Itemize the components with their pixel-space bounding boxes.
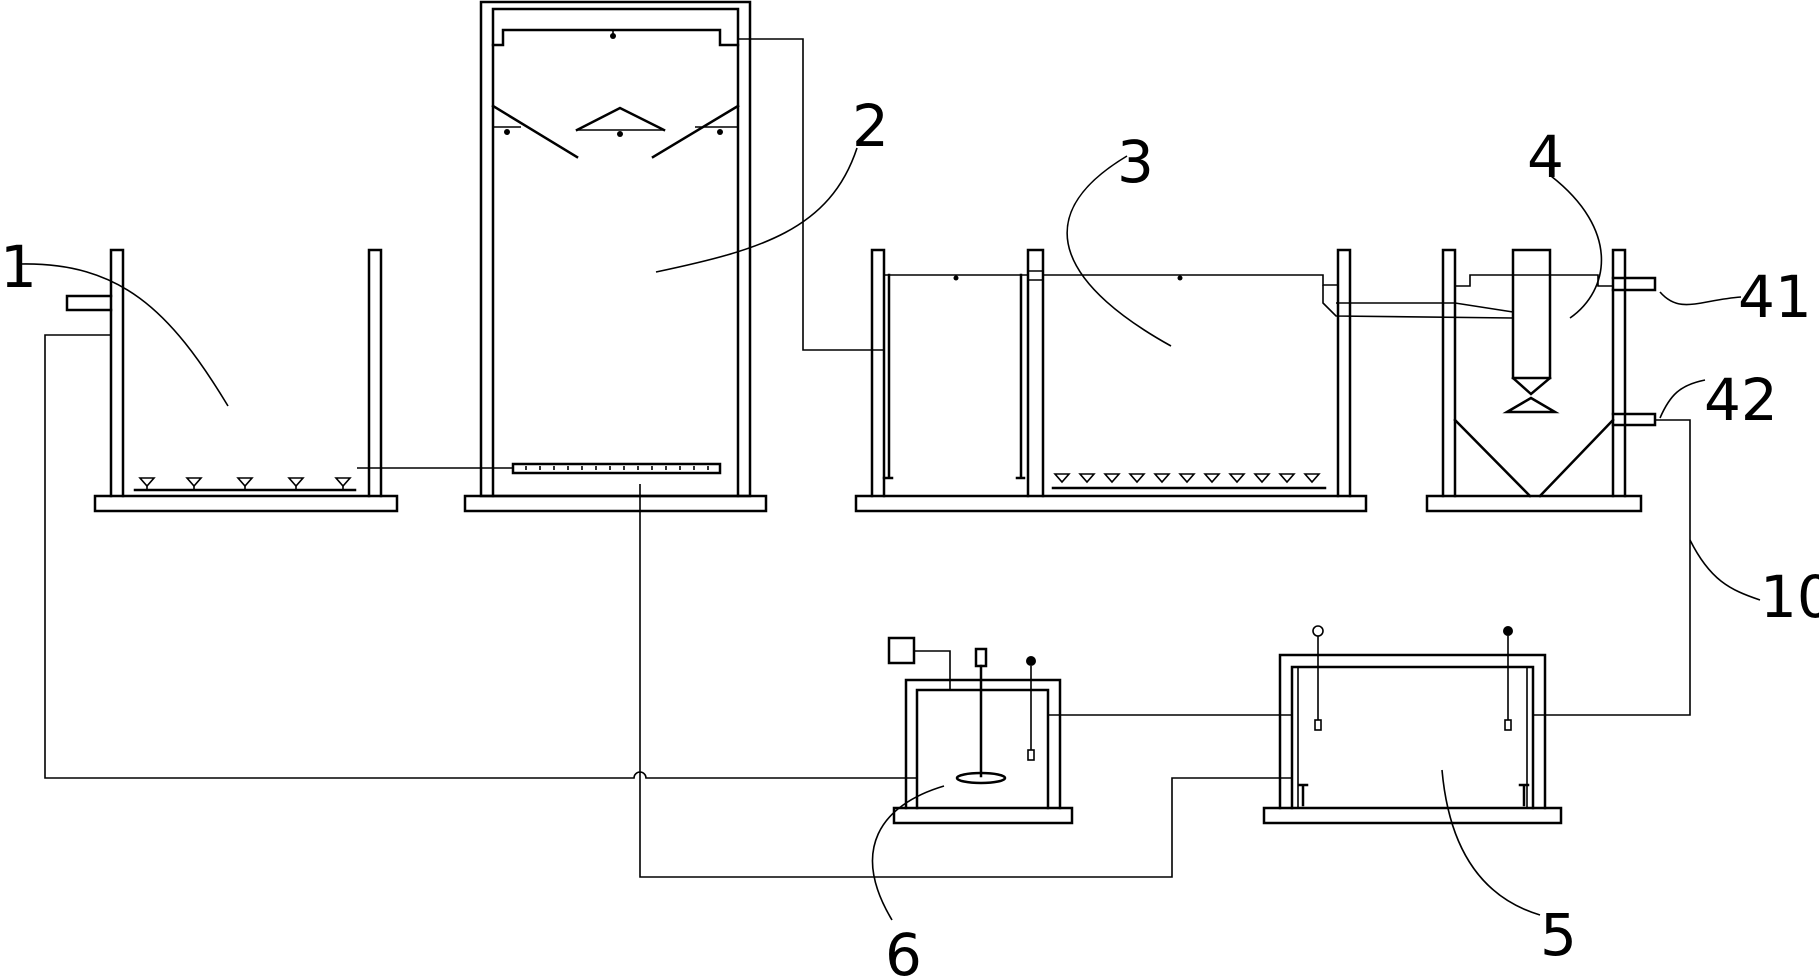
tank-1 [65,248,399,513]
tank-2 [463,0,768,513]
label-5: 5 [1540,901,1577,969]
label-10: 10 [1760,563,1819,631]
tank-6 [887,636,1074,825]
label-41: 41 [1738,263,1812,331]
label-6: 6 [885,921,922,980]
label-3: 3 [1117,128,1154,196]
label-42: 42 [1704,366,1778,434]
label-4: 4 [1527,123,1564,191]
label-2: 2 [852,92,889,160]
tank-5 [1262,625,1563,825]
tank-4 [1425,248,1657,513]
tank-3 [854,248,1368,513]
labels: 1 2 3 4 41 42 10 5 6 [0,92,1819,980]
label-1: 1 [0,233,37,301]
leader-lines [19,147,1761,921]
connecting-pipes [44,38,1691,878]
